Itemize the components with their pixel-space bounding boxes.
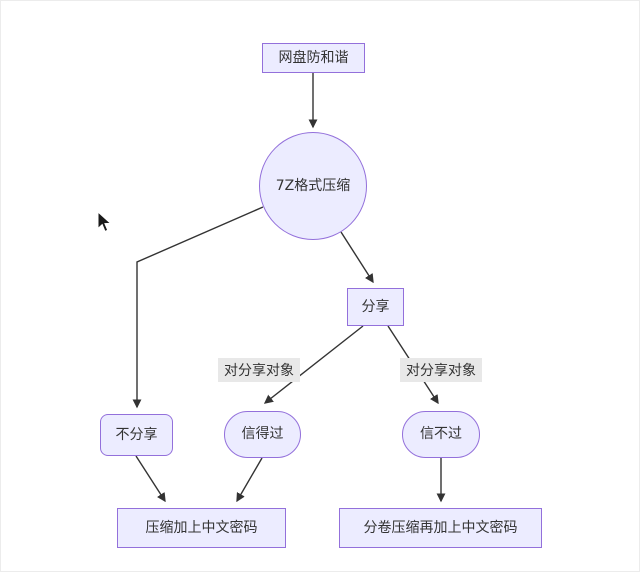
- edge-compress-noshare: [132, 206, 264, 409]
- node-trusted: 信得过: [224, 411, 301, 458]
- edge-compress-share: [340, 231, 374, 284]
- node-share: 分享: [347, 288, 404, 326]
- node-untrusted: 信不过: [402, 411, 480, 458]
- edge-label-to-trusted: 对分享对象: [218, 358, 300, 382]
- node-compress: 7Z格式压缩: [259, 132, 367, 240]
- edge-share-trusted: [263, 325, 364, 404]
- edge-noshare-password: [135, 455, 166, 503]
- node-split: 分卷压缩再加上中文密码: [339, 508, 542, 548]
- edge-label-to-untrusted: 对分享对象: [400, 358, 482, 382]
- mouse-cursor-icon: [97, 211, 112, 233]
- edge-trusted-password: [236, 457, 263, 503]
- node-password: 压缩加上中文密码: [117, 508, 286, 548]
- node-noshare: 不分享: [100, 414, 173, 456]
- node-start: 网盘防和谐: [262, 43, 365, 73]
